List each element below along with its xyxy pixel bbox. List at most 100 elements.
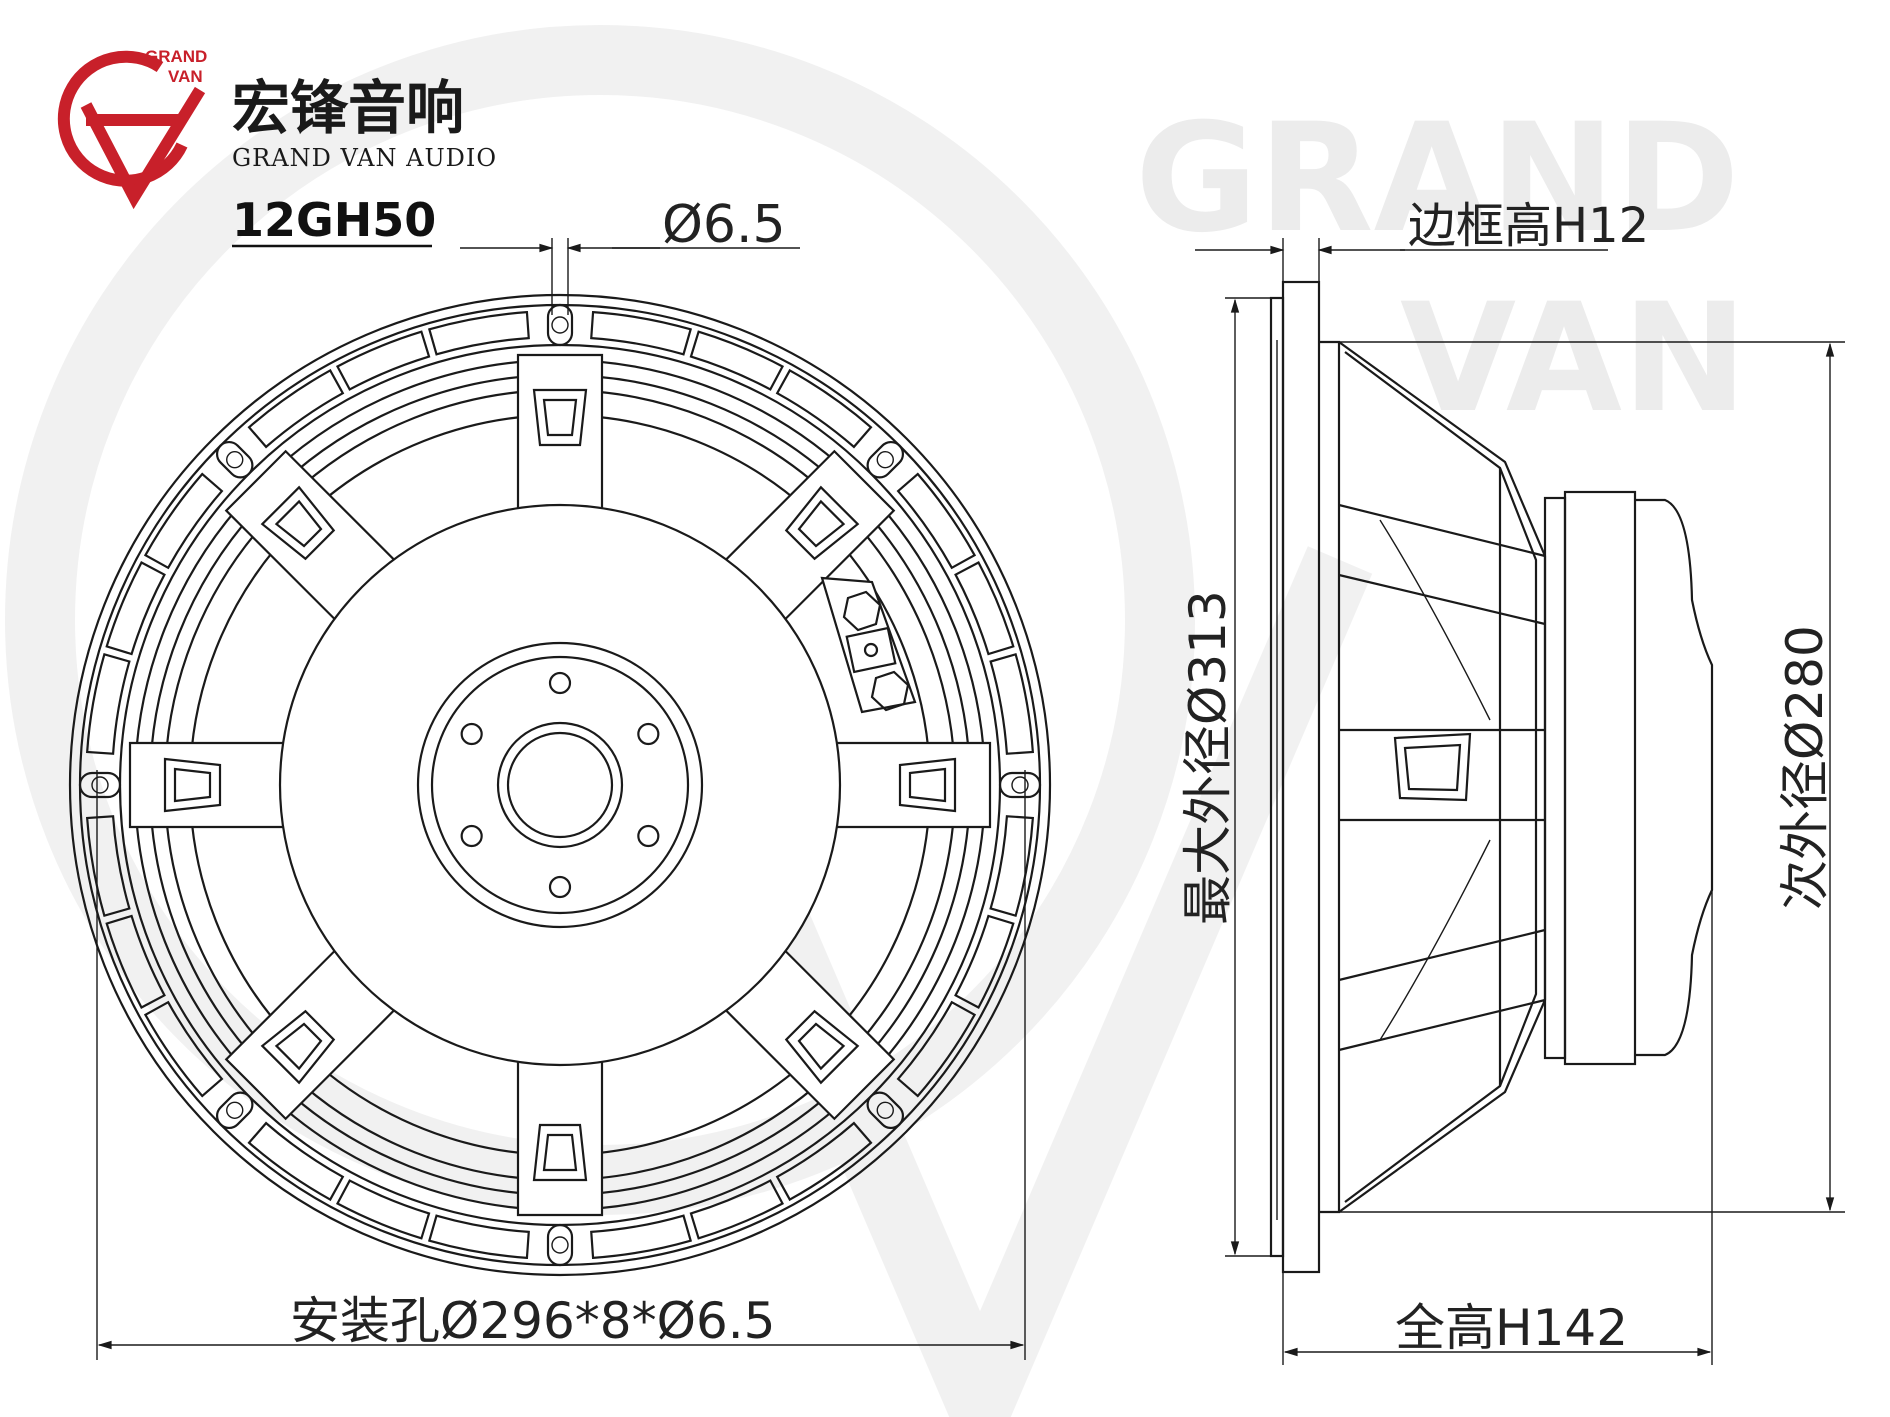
spoke-window-inner <box>274 1022 323 1071</box>
spoke-window-outer <box>784 485 860 561</box>
spoke-window-outer <box>260 485 336 561</box>
frame-height-label: 边框高H12 <box>1408 198 1649 254</box>
spoke-window-inner <box>542 398 578 437</box>
vent-slot <box>590 1214 693 1260</box>
bolt-hole <box>460 824 483 848</box>
dim-hole-diameter: Ø6.5 <box>460 195 800 315</box>
spoke-window-outer <box>898 757 957 813</box>
spoke-window-inner <box>173 767 212 803</box>
mounting-flange <box>1269 280 1321 1274</box>
brand-name-cn: 宏锋音响 <box>232 74 464 142</box>
spoke-arm <box>833 741 992 829</box>
side-view: 边框高H12 最大外径Ø313 次外径Ø280 全高H142 <box>1179 198 1845 1365</box>
spoke-window-outer <box>532 1123 588 1182</box>
dim-frame-height: 边框高H12 <box>1195 198 1649 282</box>
vent-slot <box>896 472 977 570</box>
bolt-hole <box>548 671 572 695</box>
mounting-hole <box>866 440 905 479</box>
mounting-hole <box>215 440 254 479</box>
spoke-window-inner <box>797 499 846 548</box>
mounting-hole-inner <box>1011 776 1029 794</box>
basket-side <box>1319 340 1547 1214</box>
secondary-outer-diameter-label: 次外径Ø280 <box>1776 625 1834 910</box>
basket-spokes <box>128 353 992 1217</box>
logo-text-line1: GRAND <box>145 47 207 66</box>
vent-slot <box>85 652 131 755</box>
vent-slot <box>427 310 530 356</box>
terminal-block <box>820 576 917 714</box>
mounting-hole-inner <box>551 1236 569 1254</box>
watermark-line1: GRAND <box>1135 92 1740 266</box>
front-view: Ø6.5 安装孔Ø296*8*Ø6.5 <box>68 195 1052 1360</box>
mounting-hole-inner <box>226 1101 244 1119</box>
mounting-holes <box>78 303 1042 1267</box>
watermark-line2: VAN <box>1400 272 1748 446</box>
dim-total-height: 全高H142 <box>1282 890 1713 1365</box>
spoke-window-inner <box>542 1133 578 1172</box>
vent-slot <box>689 330 785 391</box>
vent-slot <box>335 330 431 391</box>
vent-slot <box>247 368 345 449</box>
vent-slot <box>689 1179 785 1240</box>
mounting-hole <box>998 771 1042 799</box>
model-number: 12GH50 <box>232 193 436 247</box>
spoke-arm <box>516 1058 604 1217</box>
spoke-window-outer <box>260 1009 336 1085</box>
vent-slot <box>896 1000 977 1098</box>
mounting-hole-inner <box>876 1101 894 1119</box>
vent-slot <box>105 560 166 656</box>
vent-slot <box>775 1121 873 1202</box>
mounting-hole-inner <box>226 451 244 469</box>
mounting-hole <box>546 303 574 347</box>
bolt-hole <box>637 722 660 746</box>
spoke-window-inner <box>797 1022 846 1071</box>
logo-text-line2: VAN <box>168 67 203 86</box>
vent-slot <box>143 1000 224 1098</box>
total-height-label: 全高H142 <box>1395 1299 1628 1357</box>
magnet-side <box>1543 490 1714 1066</box>
spoke-window-outer <box>532 388 588 447</box>
gv-logo-mark <box>57 50 206 210</box>
bolt-hole <box>637 824 660 848</box>
mounting-hole-inner <box>551 316 569 334</box>
brand-logo: GRAND VAN 宏锋音响 GRAND VAN AUDIO 12GH50 <box>57 47 497 248</box>
spoke-arm <box>516 353 604 512</box>
basket-spoke <box>516 1058 604 1217</box>
vent-slot <box>105 914 166 1010</box>
vent-slot <box>775 368 873 449</box>
vent-slot <box>247 1121 345 1202</box>
vent-slot <box>989 815 1035 918</box>
spoke-window-outer <box>163 757 222 813</box>
brand-name-en: GRAND VAN AUDIO <box>232 144 497 172</box>
bolt-hole <box>548 875 572 899</box>
bolt-hole <box>460 722 483 746</box>
vent-slot <box>427 1214 530 1260</box>
vent-slot <box>335 1179 431 1240</box>
hole-diameter-label: Ø6.5 <box>662 195 786 255</box>
mounting-hole <box>78 771 122 799</box>
max-outer-diameter-label: 最大外径Ø313 <box>1179 590 1237 925</box>
dim-secondary-outer-diameter: 次外径Ø280 <box>1339 341 1845 1213</box>
mounting-hole-inner <box>876 451 894 469</box>
spoke-window-inner <box>274 499 323 548</box>
mounting-hole <box>215 1091 254 1130</box>
mounting-hole <box>866 1091 905 1130</box>
basket-spoke <box>833 741 992 829</box>
mounting-holes-label: 安装孔Ø296*8*Ø6.5 <box>290 1292 775 1350</box>
magnet-assembly <box>278 503 842 1067</box>
dim-mounting-holes: 安装孔Ø296*8*Ø6.5 <box>96 770 1026 1360</box>
vent-slot <box>590 310 693 356</box>
vent-slot <box>954 560 1015 656</box>
mounting-hole-inner <box>91 776 109 794</box>
vent-slot <box>989 652 1035 755</box>
spoke-arm <box>128 741 287 829</box>
dim-max-outer-diameter: 最大外径Ø313 <box>1179 297 1271 1257</box>
basket-spoke <box>516 353 604 512</box>
vent-slot <box>143 472 224 570</box>
spoke-window-outer <box>784 1009 860 1085</box>
spoke-window-inner <box>908 767 947 803</box>
mounting-hole <box>546 1223 574 1267</box>
vent-slot <box>954 914 1015 1010</box>
basket-spoke <box>128 741 287 829</box>
